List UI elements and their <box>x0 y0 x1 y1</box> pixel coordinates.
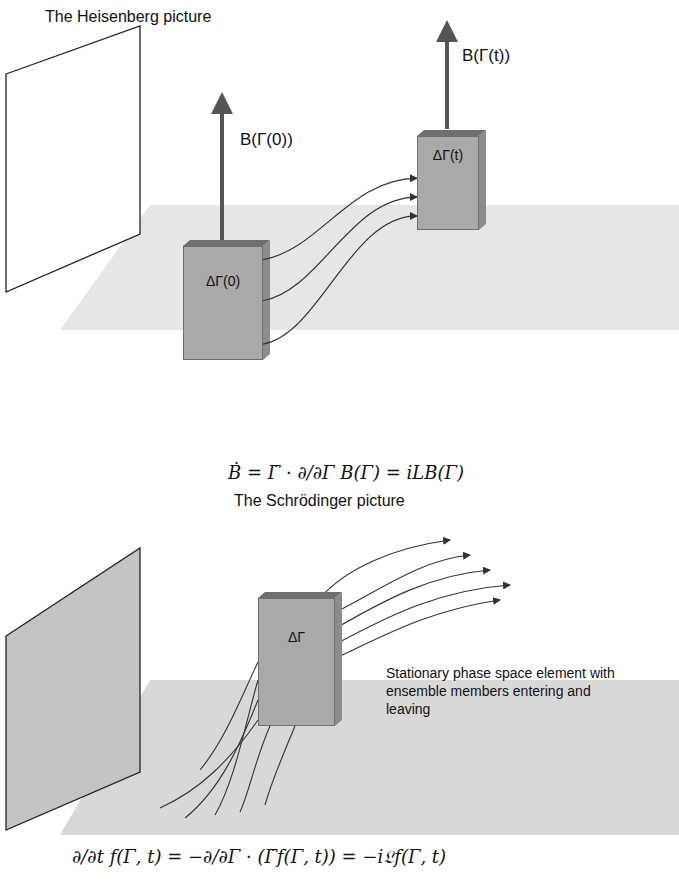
trajectory-arrow <box>263 197 417 301</box>
box-side-face <box>479 130 486 230</box>
equation: ∂/∂t f(Γ, t) = −∂/∂Γ · (Γ̇f(Γ, t)) = −i𝔏… <box>72 846 446 868</box>
trajectory-arrow <box>263 216 417 344</box>
element-label: ΔΓ(t) <box>433 147 463 163</box>
wall-plane <box>6 26 140 292</box>
phase-space-element: ΔΓ(t) <box>417 136 479 230</box>
box-side-face <box>335 592 342 726</box>
wall-plane <box>6 548 140 830</box>
caption-text: B(Γ(t)) <box>462 46 510 66</box>
equation: Ḃ = Γ̇ · ∂/∂Γ B(Γ) = iLB(Γ) <box>228 462 464 483</box>
phase-space-element: ΔΓ <box>258 598 335 726</box>
caption-text: The Schrödinger picture <box>234 492 405 510</box>
phase-space-element: ΔΓ(0) <box>183 246 263 360</box>
caption-text: The Heisenberg picture <box>45 8 211 26</box>
floor-plane <box>60 680 679 835</box>
observable-arrow <box>436 20 458 129</box>
caption-text: B(Γ(0)) <box>240 130 293 150</box>
element-label: ΔΓ(0) <box>206 273 240 289</box>
observable-arrow <box>211 92 233 240</box>
element-label: ΔΓ <box>288 629 305 645</box>
trajectory-arrow <box>263 178 417 259</box>
caption-text: Stationary phase space element with ense… <box>386 664 621 719</box>
floor-plane <box>60 205 679 330</box>
